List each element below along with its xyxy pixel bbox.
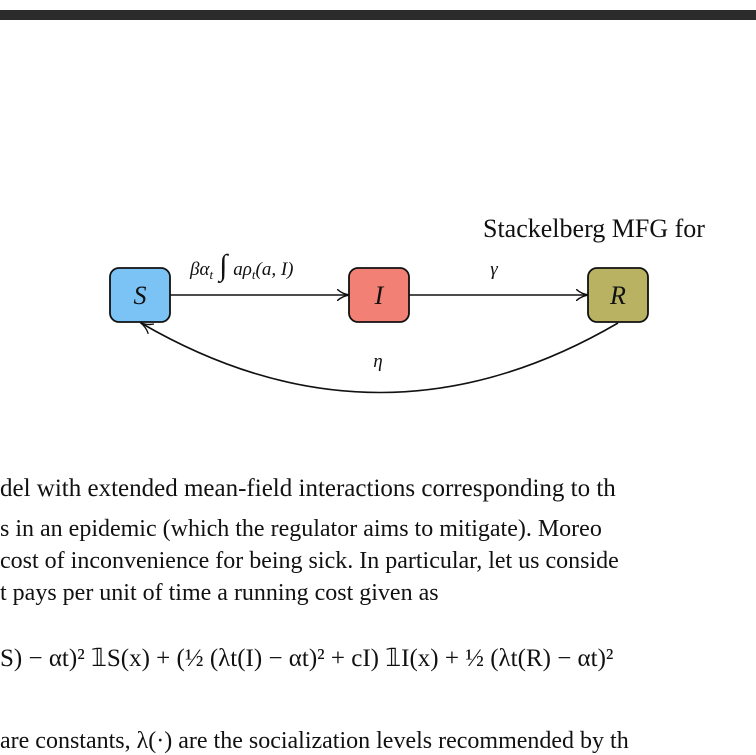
node-r: R — [587, 267, 649, 323]
node-i-label: I — [374, 281, 385, 310]
paragraph-line-1: del with extended mean-field interaction… — [0, 475, 616, 502]
sir-diagram: S I R βαt∫aρt(a, I) γ η — [109, 250, 649, 394]
top-rule — [0, 10, 756, 20]
node-i: I — [348, 267, 410, 323]
node-s-label: S — [134, 281, 147, 310]
edge-i-to-r-label: γ — [490, 259, 498, 280]
paragraph-line-5: are constants, λ(·) are the socializatio… — [0, 728, 629, 754]
edge-r-to-s-label: η — [373, 351, 382, 372]
node-r-label: R — [609, 281, 626, 310]
edge-s-to-i-label: βαt∫aρt(a, I) — [189, 250, 294, 284]
running-cost-formula: S) − αt)² 𝟙S(x) + (½ (λt(I) − αt)² + cI)… — [0, 645, 614, 672]
paragraph-line-3: cost of inconvenience for being sick. In… — [0, 548, 619, 574]
paragraph-line-2: s in an epidemic (which the regulator ai… — [0, 516, 602, 542]
paragraph-line-4: t pays per unit of time a running cost g… — [0, 580, 439, 606]
node-s: S — [109, 267, 171, 323]
section-heading: Stackelberg MFG for — [483, 214, 705, 243]
edge-r-to-s — [141, 323, 619, 394]
